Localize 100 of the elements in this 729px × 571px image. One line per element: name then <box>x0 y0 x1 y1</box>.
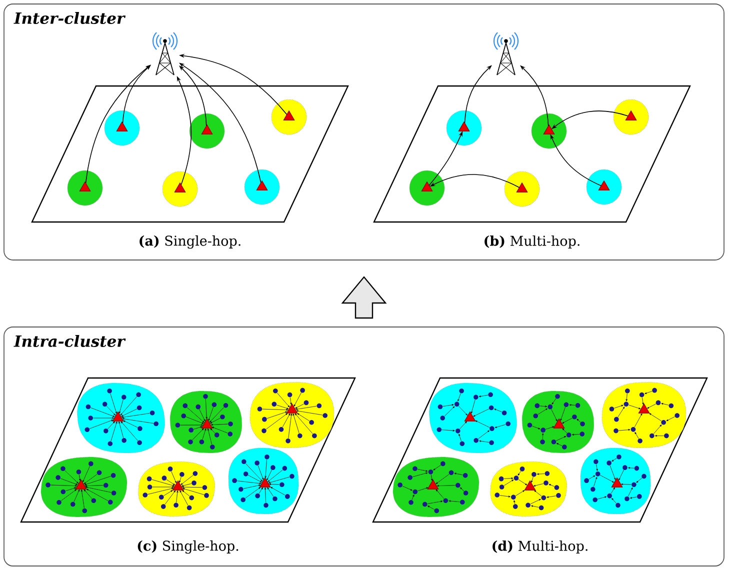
arrow <box>661 402 669 406</box>
arrow <box>164 490 176 505</box>
arrow <box>292 413 300 434</box>
arrow <box>182 490 190 496</box>
arrow <box>634 432 639 439</box>
triangle-marker <box>611 478 623 488</box>
arrow <box>654 434 664 437</box>
cluster-disk <box>104 110 140 146</box>
arrow <box>207 428 212 445</box>
arrow <box>460 487 464 492</box>
arrow <box>460 421 467 430</box>
arrow <box>470 400 476 414</box>
arrow <box>614 404 624 408</box>
arrow <box>572 434 580 436</box>
arrow <box>430 474 433 481</box>
arrow <box>122 413 150 418</box>
arrow <box>237 480 262 484</box>
cluster-region <box>392 456 480 518</box>
arrow <box>500 495 510 498</box>
arrow <box>179 476 182 483</box>
arrow <box>296 406 317 410</box>
arrow <box>210 418 220 424</box>
cluster-region <box>228 448 299 514</box>
arrow <box>288 413 292 438</box>
arrow <box>118 421 124 438</box>
triangle-marker <box>516 182 528 192</box>
cluster-disk <box>586 169 622 205</box>
arrow <box>258 487 263 494</box>
arrow <box>89 420 114 429</box>
arrow <box>166 479 176 486</box>
arrow <box>494 408 502 412</box>
arrow <box>636 478 642 483</box>
arrow <box>176 490 178 503</box>
subfigure-label: (d) Multi-hop. <box>492 540 588 554</box>
arrow <box>84 474 98 484</box>
triangle-marker <box>116 122 128 132</box>
arrow <box>180 424 204 426</box>
arrow <box>85 486 112 493</box>
triangle-marker <box>421 182 433 192</box>
arrow <box>267 487 274 497</box>
arrow <box>182 488 204 495</box>
arrow <box>187 407 204 423</box>
arrow <box>618 470 624 480</box>
arrow <box>412 494 414 500</box>
triangle-marker <box>112 412 124 422</box>
subfigure-label: (a) Single-hop. <box>140 235 240 249</box>
arrow <box>118 400 124 414</box>
arrow <box>436 474 450 484</box>
triangle-marker <box>638 404 650 414</box>
arrow <box>268 470 283 482</box>
arrow <box>66 487 76 492</box>
arrow <box>60 478 78 485</box>
arrow <box>262 408 288 411</box>
arrow <box>626 393 628 402</box>
arrow <box>612 458 617 462</box>
arrow <box>266 470 272 480</box>
arrow <box>516 490 525 496</box>
arrow <box>295 404 304 409</box>
arrow <box>120 421 138 441</box>
arrow <box>152 486 174 488</box>
arrow <box>277 392 290 408</box>
cluster-disk <box>504 171 540 207</box>
cluster-disk <box>271 99 307 135</box>
arrow <box>418 487 428 492</box>
triangle-marker <box>553 418 565 428</box>
arrow <box>569 404 576 406</box>
arrow <box>644 391 652 394</box>
arrow <box>212 426 228 434</box>
arrow <box>412 472 428 478</box>
arrow <box>269 483 280 486</box>
arrow <box>266 411 288 419</box>
arrow <box>121 408 138 417</box>
arrow <box>210 424 228 426</box>
arrow <box>164 490 173 496</box>
arrow <box>504 477 514 480</box>
arrow <box>268 476 290 484</box>
arrow <box>193 426 202 430</box>
arrow <box>548 484 554 487</box>
arrow <box>473 408 490 417</box>
arrow <box>540 406 548 408</box>
cluster-region <box>40 456 128 518</box>
arrow <box>209 407 224 422</box>
triangle-marker <box>79 182 91 192</box>
arrow <box>246 463 263 482</box>
arrow <box>290 397 292 405</box>
arrow <box>628 487 633 496</box>
arrow <box>594 476 598 487</box>
arrow <box>264 459 267 478</box>
triangle-marker <box>625 110 637 120</box>
arrow <box>475 420 490 428</box>
arrow <box>514 500 516 504</box>
cluster-region <box>580 448 651 514</box>
arrow <box>534 490 542 496</box>
arrow <box>442 404 454 407</box>
arrow <box>294 413 313 434</box>
arrow <box>436 489 444 499</box>
cluster-disk <box>67 170 103 206</box>
arrow <box>82 466 90 482</box>
arrow <box>297 413 310 422</box>
cluster-disk <box>446 110 482 146</box>
